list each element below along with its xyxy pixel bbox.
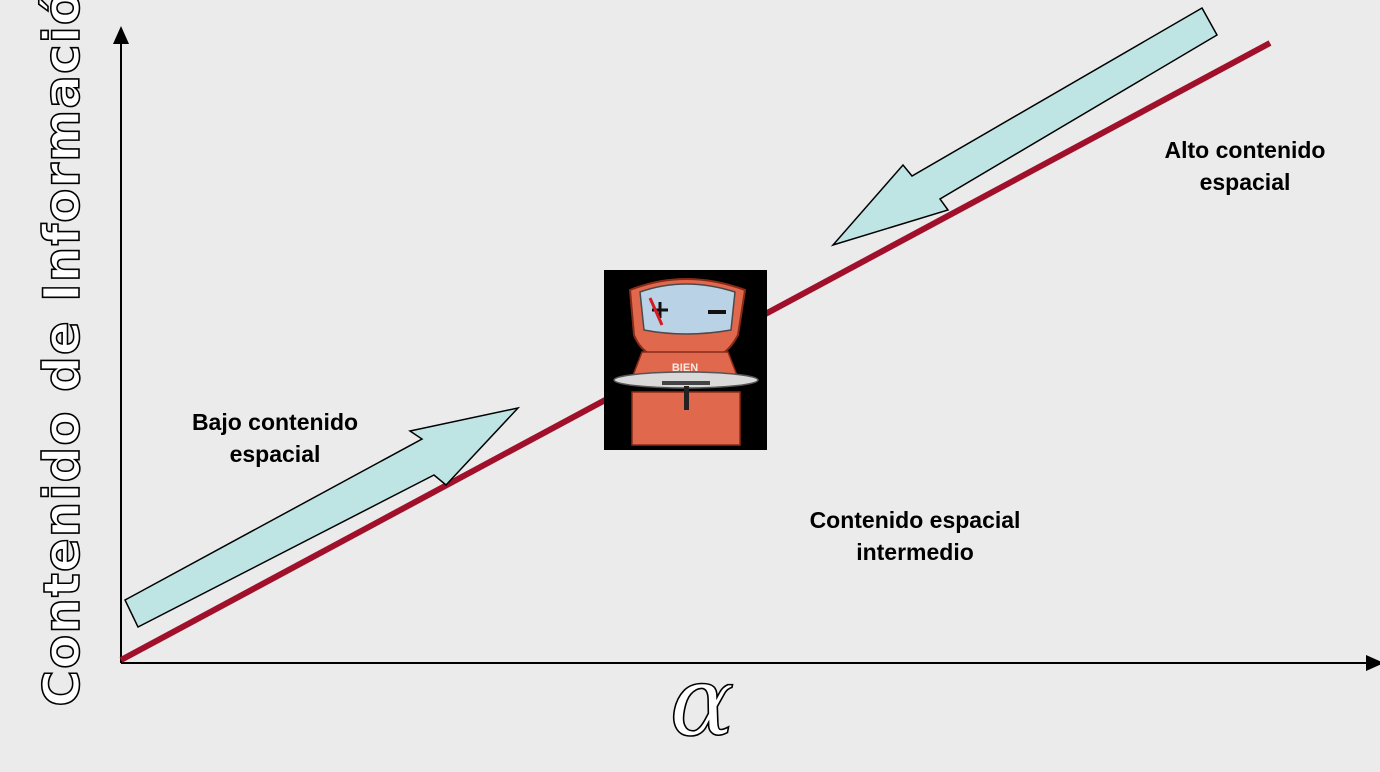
arrow-down-left — [830, 6, 1219, 247]
annotation-line: intermedio — [856, 539, 974, 565]
annotation-line: espacial — [1199, 169, 1291, 195]
annotation-intermediate-spatial-content: Contenido espacial intermedio — [750, 504, 1080, 568]
annotation-line: Bajo contenido — [191, 409, 359, 435]
annotation-low-spatial-content: Bajo contenido espacial — [140, 406, 410, 470]
annotation-high-spatial-content: Alto contenido espacial — [1110, 134, 1380, 198]
x-axis-label: α — [670, 646, 735, 758]
annotation-line: Contenido espacial — [809, 507, 1021, 533]
annotation-line: Alto contenido — [1164, 137, 1326, 163]
scale-icon: BIEN — [604, 270, 767, 450]
annotation-line: espacial — [229, 441, 321, 467]
y-axis-label: Contenido de Información — [33, 0, 91, 707]
arrow-up-right — [124, 406, 521, 629]
scale-icon-label: BIEN — [672, 362, 698, 374]
